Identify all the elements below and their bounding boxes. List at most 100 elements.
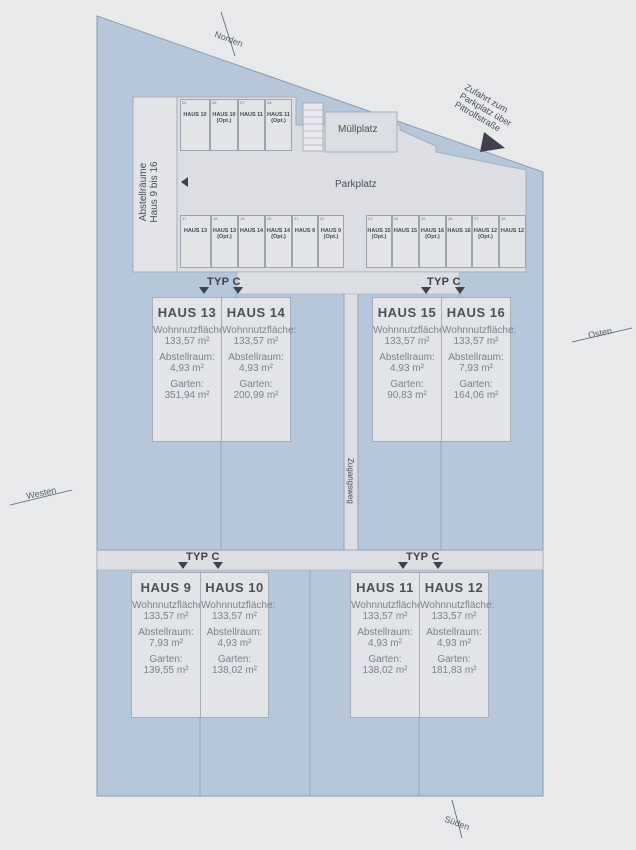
storage-label: HAUS 9: [320, 228, 342, 234]
abstellraum-label: Abstellraum:: [228, 352, 284, 363]
house-title: HAUS 13: [157, 305, 217, 320]
east-tick: [571, 327, 633, 343]
path-connector-top: [236, 271, 460, 295]
storage-label: HAUS 9: [294, 228, 316, 234]
storage-label: HAUS 12: [473, 228, 498, 234]
storage-label: HAUS 16: [447, 228, 471, 234]
garten-label: Garten:: [437, 654, 471, 665]
storage-num: 26: [212, 100, 217, 105]
garten-label: Garten:: [459, 379, 493, 390]
storage-num: 21: [294, 216, 299, 221]
arrow-down-icon: [398, 562, 408, 569]
abstellraum-label: Abstellraum:: [357, 627, 413, 638]
path-connector-bottom: [96, 549, 544, 571]
abstellraeume-label: Abstellräume Haus 9 bis 16: [138, 152, 160, 232]
storage-opt: (Opt.): [271, 234, 286, 240]
wohnflaeche-value: 133,57 m²: [362, 611, 408, 622]
arrow-down-icon: [178, 562, 188, 569]
garten-label: Garten:: [390, 379, 424, 390]
abstellraum-value: 4,93 m²: [368, 638, 402, 649]
house-title: HAUS 14: [226, 305, 286, 320]
garten-value: 138,02 m²: [362, 665, 408, 676]
abstellraum-label: Abstellraum:: [159, 352, 215, 363]
storage-label: HAUS 11: [267, 112, 290, 118]
house-card-14: HAUS 14 Wohnnutzfläche: 133,57 m² Abstel…: [221, 297, 297, 442]
storage-num: 27: [240, 100, 245, 105]
garten-label: Garten:: [170, 379, 204, 390]
house-title: HAUS 15: [377, 305, 437, 320]
storage-label: HAUS 13: [212, 228, 237, 234]
garten-value: 200,99 m²: [233, 390, 279, 401]
abstellraum-value: 7,93 m²: [149, 638, 183, 649]
wohnflaeche-label: Wohnnutzfläche:: [351, 600, 426, 611]
storage-num: 23: [368, 216, 373, 221]
wohnflaeche-label: Wohnnutzfläche:: [420, 600, 495, 611]
storage-label: HAUS 15: [393, 228, 418, 234]
zugangsweg-label: Zugangsweg: [346, 458, 355, 504]
arrow-down-icon: [213, 562, 223, 569]
house-title: HAUS 16: [446, 305, 506, 320]
arrow-down-icon: [455, 287, 465, 294]
storage-opt: (Opt.): [217, 234, 232, 240]
typ-label-top-left: TYP C: [207, 276, 241, 288]
house-card-16: HAUS 16 Wohnnutzfläche: 133,57 m² Abstel…: [441, 297, 517, 442]
abstellraum-value: 4,93 m²: [170, 363, 204, 374]
storage-num: 20: [267, 216, 272, 221]
arrow-down-icon: [433, 562, 443, 569]
wohnflaeche-label: Wohnnutzfläche:: [153, 325, 228, 336]
wohnflaeche-value: 133,57 m²: [384, 336, 430, 347]
abstellraum-value: 4,93 m²: [437, 638, 471, 649]
storage-label: HAUS 16: [420, 228, 445, 234]
storage-label: HAUS 14: [239, 228, 264, 234]
storage-num: 17: [182, 216, 187, 221]
arrow-down-icon: [233, 287, 243, 294]
wohnflaeche-label: Wohnnutzfläche:: [201, 600, 276, 611]
garten-value: 139,55 m²: [143, 665, 189, 676]
storage-label: HAUS 15: [367, 228, 391, 234]
garten-label: Garten:: [217, 654, 252, 665]
storage-opt: (Opt.): [371, 234, 387, 240]
garten-value: 351,94 m²: [164, 390, 210, 401]
garten-value: 164,06 m²: [453, 390, 499, 401]
abstell-strip: [132, 96, 178, 273]
house-card-15: HAUS 15 Wohnnutzfläche: 133,57 m² Abstel…: [372, 297, 447, 442]
house-card-11: HAUS 11 Wohnnutzfläche: 133,57 m² Abstel…: [350, 572, 426, 718]
abstellraum-value: 4,93 m²: [390, 363, 424, 374]
wohnflaeche-value: 133,57 m²: [453, 336, 499, 347]
wohnflaeche-value: 133,57 m²: [211, 611, 258, 622]
abstellraum-label: Abstellraum:: [138, 627, 194, 638]
muellplatz-area: [324, 111, 398, 153]
storage-num: 27: [474, 216, 479, 221]
garten-label: Garten:: [239, 379, 273, 390]
storage-num: 24: [394, 216, 399, 221]
wohnflaeche-label: Wohnnutzfläche:: [442, 325, 517, 336]
house-card-9: HAUS 9 Wohnnutzfläche: 133,57 m² Abstell…: [131, 572, 206, 718]
storage-label: HAUS 13: [183, 228, 208, 234]
wohnflaeche-label: Wohnnutzfläche:: [222, 325, 297, 336]
storage-label: HAUS 10: [212, 112, 236, 118]
storage-num: 18: [213, 216, 218, 221]
storage-opt: (Opt.): [425, 234, 440, 240]
north-tick: [220, 11, 236, 57]
stairs: [302, 102, 324, 152]
arrow-down-icon: [421, 287, 431, 294]
abstellraeume-line-1: Abstellräume: [138, 162, 149, 222]
storage-label: HAUS 12: [500, 228, 525, 234]
storage-num: 25: [182, 100, 187, 105]
storage-label: HAUS 14: [266, 228, 291, 234]
wohnflaeche-value: 133,57 m²: [164, 336, 210, 347]
storage-label: HAUS 11: [240, 112, 263, 118]
